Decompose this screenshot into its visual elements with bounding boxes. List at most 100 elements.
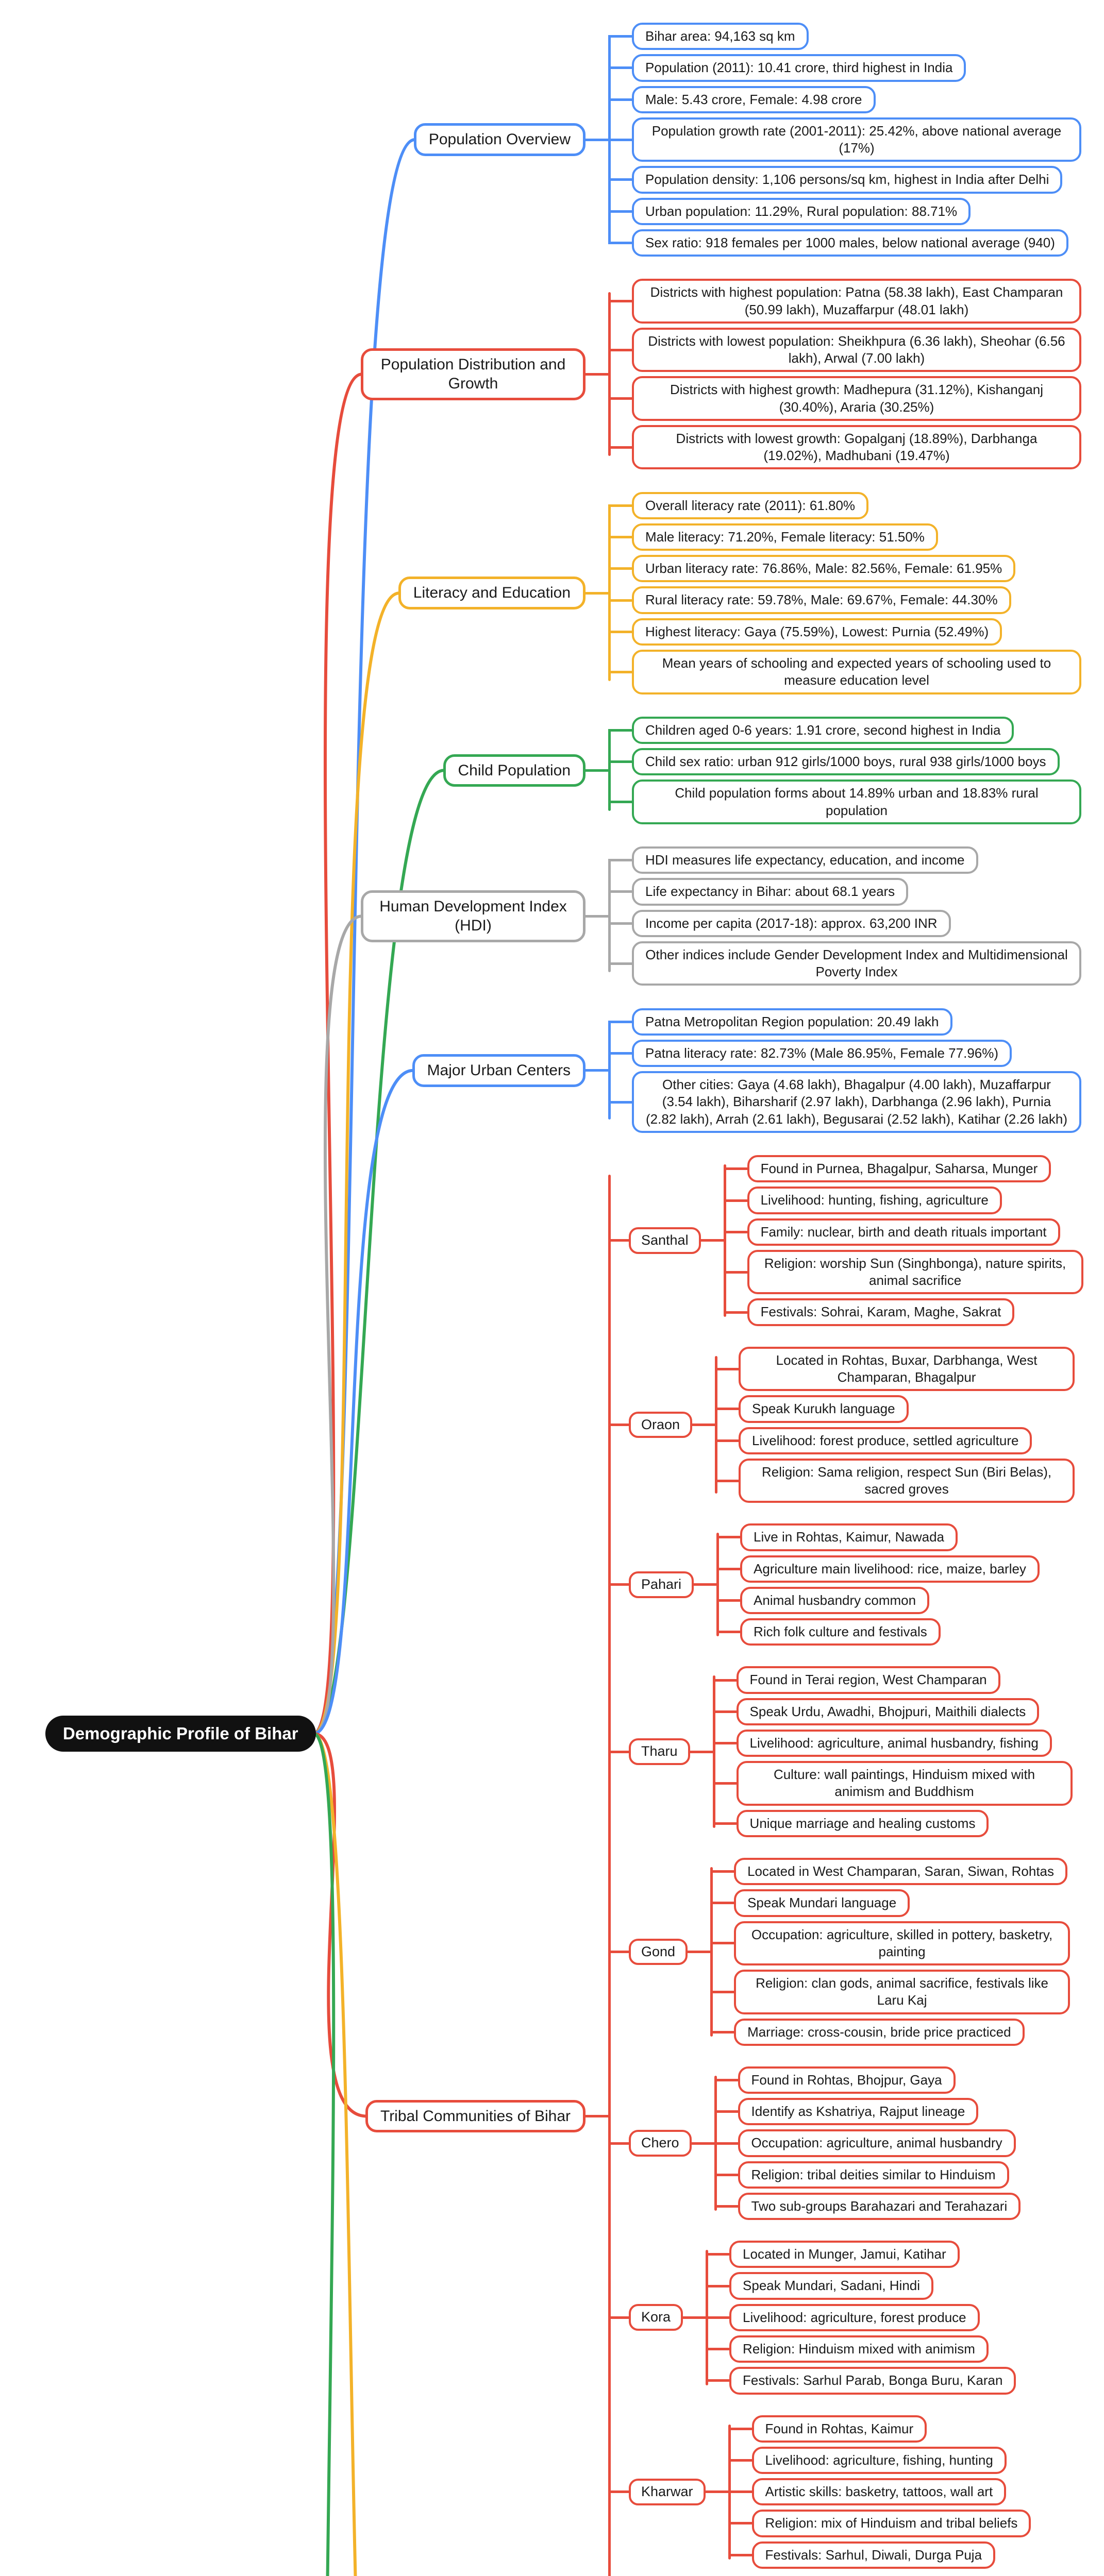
branch-child-population: Child Population Children aged 0-6 years… xyxy=(361,713,1098,828)
branch-label-column: Population Distribution and Growth xyxy=(361,348,608,400)
leaf-row: Found in Rohtas, Bhojpur, Gaya xyxy=(714,2066,1021,2094)
tribe-label: Oraon xyxy=(629,1411,693,1438)
leaf-row: Livelihood: agriculture, fishing, huntin… xyxy=(728,2446,1031,2475)
branch-label-column: Human Development Index (HDI) xyxy=(361,890,608,942)
leaf-node: Religion: clan gods, animal sacrifice, f… xyxy=(734,1970,1070,2014)
tribe-label: Chero xyxy=(629,2130,692,2157)
leaf-row: Located in West Champaran, Saran, Siwan,… xyxy=(710,1857,1070,1886)
branch-content: Districts with highest population: Patna… xyxy=(608,275,1098,473)
leaf-list: Overall literacy rate (2011): 61.80% Mal… xyxy=(608,492,1098,694)
branch-label-column: Tribal Communities of Bihar xyxy=(361,2099,608,2133)
leaf-node: Festivals: Sarhul Parab, Bonga Buru, Kar… xyxy=(729,2367,1016,2395)
leaf-node: Unique marriage and healing customs xyxy=(736,1809,989,1837)
tribe-label: Kora xyxy=(629,2304,683,2331)
leaf-row: Overall literacy rate (2011): 61.80% xyxy=(608,492,1098,519)
leaf-row: Live in Rohtas, Kaimur, Nawada xyxy=(716,1523,1040,1551)
leaf-row: Occupation: agriculture, animal husbandr… xyxy=(714,2129,1021,2157)
leaf-row: Urban literacy rate: 76.86%, Male: 82.56… xyxy=(608,555,1098,583)
leaf-node: Districts with lowest growth: Gopalganj … xyxy=(632,425,1081,470)
leaf-node: Mean years of schooling and expected yea… xyxy=(632,650,1081,694)
leaf-node: Found in Rohtas, Kaimur xyxy=(751,2415,927,2443)
branch-label: Literacy and Education xyxy=(398,577,586,609)
leaf-node: Found in Rohtas, Bhojpur, Gaya xyxy=(738,2066,956,2094)
branch-literacy-education: Literacy and Education Overall literacy … xyxy=(361,488,1098,699)
leaf-row: Livelihood: forest produce, settled agri… xyxy=(715,1427,1075,1454)
tribe-label: Gond xyxy=(629,1938,688,1965)
leaf-row: Districts with lowest population: Sheikh… xyxy=(608,327,1098,372)
branch-population-overview: Population Overview Bihar area: 94,163 s… xyxy=(361,19,1098,261)
leaf-row: Patna Metropolitan Region population: 20… xyxy=(608,1008,1098,1036)
leaf-node: Occupation: agriculture, skilled in pott… xyxy=(734,1921,1070,1966)
leaf-node: Population density: 1,106 persons/sq km,… xyxy=(632,166,1063,194)
leaf-node: Found in Terai region, West Champaran xyxy=(736,1666,1000,1694)
tribe-label: Pahari xyxy=(629,1571,694,1598)
leaf-node: Religion: worship Sun (Singhbonga), natu… xyxy=(747,1249,1083,1295)
leaf-row: Religion: clan gods, animal sacrifice, f… xyxy=(710,1970,1070,2014)
leaf-row: Found in Purnea, Bhagalpur, Saharsa, Mun… xyxy=(724,1155,1083,1183)
leaf-node: Livelihood: agriculture, animal husbandr… xyxy=(736,1729,1052,1757)
leaf-row: Rich folk culture and festivals xyxy=(716,1618,1040,1646)
branch-content: Children aged 0-6 years: 1.91 crore, sec… xyxy=(608,713,1098,828)
leaf-node: Bihar area: 94,163 sq km xyxy=(632,23,809,50)
branch-label: Major Urban Centers xyxy=(412,1054,586,1087)
leaf-node: Speak Mundari, Sadani, Hindi xyxy=(729,2272,934,2300)
leaf-row: Livelihood: hunting, fishing, agricultur… xyxy=(724,1187,1083,1214)
leaf-row: HDI measures life expectancy, education,… xyxy=(608,846,1098,874)
leaf-node: Family: nuclear, birth and death rituals… xyxy=(747,1218,1060,1246)
leaf-row: Bihar area: 94,163 sq km xyxy=(608,23,1098,50)
leaf-list: Districts with highest population: Patna… xyxy=(608,279,1098,470)
branch-label: Population Overview xyxy=(413,123,586,156)
branch-label-column: Population Overview xyxy=(361,123,608,156)
leaf-node: Found in Purnea, Bhagalpur, Saharsa, Mun… xyxy=(747,1155,1051,1183)
leaf-list: Found in Terai region, West Champaran Sp… xyxy=(712,1662,1073,1841)
branch-label-column: Child Population xyxy=(361,754,608,787)
leaf-node: Other indices include Gender Development… xyxy=(632,941,1081,986)
branch-tribal-communities: Tribal Communities of Bihar Santhal Foun… xyxy=(361,1151,1098,2576)
leaf-row: Unique marriage and healing customs xyxy=(713,1809,1073,1837)
leaf-node: Urban population: 11.29%, Rural populati… xyxy=(632,197,971,225)
leaf-node: Speak Urdu, Awadhi, Bhojpuri, Maithili d… xyxy=(736,1698,1040,1725)
leaf-list: Found in Purnea, Bhagalpur, Saharsa, Mun… xyxy=(723,1151,1083,1330)
leaf-node: Population (2011): 10.41 crore, third hi… xyxy=(632,54,966,82)
leaf-row: Festivals: Sohrai, Karam, Maghe, Sakrat xyxy=(724,1298,1083,1326)
leaf-row: Speak Urdu, Awadhi, Bhojpuri, Maithili d… xyxy=(713,1698,1073,1725)
leaf-row: Sex ratio: 918 females per 1000 males, b… xyxy=(608,229,1098,257)
leaf-node: Religion: tribal deities similar to Hind… xyxy=(738,2161,1009,2189)
branch-major-urban-centers: Major Urban Centers Patna Metropolitan R… xyxy=(361,1004,1098,1137)
leaf-row: Speak Kurukh language xyxy=(715,1395,1075,1423)
leaf-node: Child population forms about 14.89% urba… xyxy=(632,779,1081,824)
leaf-node: Speak Kurukh language xyxy=(739,1395,909,1423)
root-node: Demographic Profile of Bihar xyxy=(45,1716,316,1752)
leaf-row: Festivals: Sarhul Parab, Bonga Buru, Kar… xyxy=(706,2367,1016,2395)
leaf-row: Male literacy: 71.20%, Female literacy: … xyxy=(608,523,1098,551)
leaf-row: Population density: 1,106 persons/sq km,… xyxy=(608,166,1098,194)
leaf-row: Life expectancy in Bihar: about 68.1 yea… xyxy=(608,878,1098,906)
leaf-row: Children aged 0-6 years: 1.91 crore, sec… xyxy=(608,716,1098,744)
branch-connector xyxy=(586,1069,608,1072)
leaf-row: Identify as Kshatriya, Rajput lineage xyxy=(714,2098,1021,2126)
tribe-group-pahari: Pahari Live in Rohtas, Kaimur, Nawada Ag… xyxy=(608,1519,1098,1650)
leaf-node: Sex ratio: 918 females per 1000 males, b… xyxy=(632,229,1068,257)
leaf-node: Overall literacy rate (2011): 61.80% xyxy=(632,492,869,519)
leaf-row: Two sub-groups Barahazari and Terahazari xyxy=(714,2192,1021,2221)
leaf-node: Located in Munger, Jamui, Katihar xyxy=(729,2241,960,2268)
leaf-row: Religion: Sama religion, respect Sun (Bi… xyxy=(715,1458,1075,1503)
leaf-row: Located in Munger, Jamui, Katihar xyxy=(706,2241,1016,2268)
leaf-node: Livelihood: forest produce, settled agri… xyxy=(739,1427,1032,1454)
leaf-row: Patna literacy rate: 82.73% (Male 86.95%… xyxy=(608,1039,1098,1067)
leaf-node: Livelihood: hunting, fishing, agricultur… xyxy=(747,1187,1002,1214)
leaf-row: Animal husbandry common xyxy=(716,1586,1040,1615)
tribe-group-kora: Kora Located in Munger, Jamui, Katihar S… xyxy=(608,2236,1098,2398)
tribe-connector xyxy=(692,1423,715,1427)
branch-connector xyxy=(586,914,608,918)
leaf-node: Children aged 0-6 years: 1.91 crore, sec… xyxy=(632,716,1014,744)
leaf-node: Child sex ratio: urban 912 girls/1000 bo… xyxy=(632,748,1060,776)
leaf-row: Speak Mundari, Sadani, Hindi xyxy=(706,2272,1016,2300)
leaf-node: Two sub-groups Barahazari and Terahazari xyxy=(738,2192,1021,2221)
branch-content: Bihar area: 94,163 sq km Population (201… xyxy=(608,19,1098,261)
leaf-row: Family: nuclear, birth and death rituals… xyxy=(724,1218,1083,1246)
branches: Population Overview Bihar area: 94,163 s… xyxy=(361,19,1098,2576)
leaf-row: Income per capita (2017-18): approx. 63,… xyxy=(608,909,1098,937)
leaf-row: Culture: wall paintings, Hinduism mixed … xyxy=(713,1761,1073,1806)
leaf-node: Religion: mix of Hinduism and tribal bel… xyxy=(751,2510,1031,2537)
